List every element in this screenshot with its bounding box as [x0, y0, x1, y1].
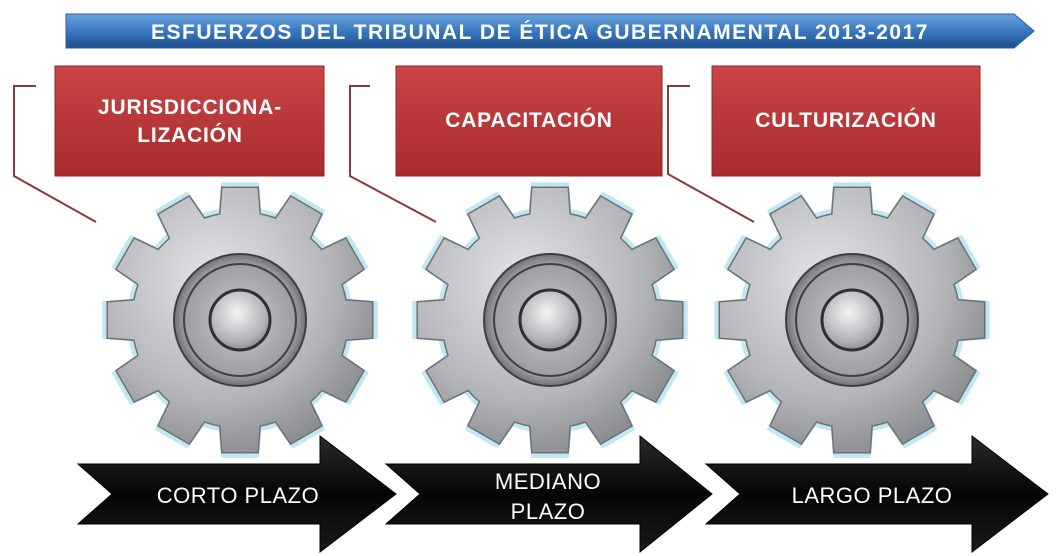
timeframe-arrow-2-line2: PLAZO	[511, 499, 586, 524]
banner-title: ESFUERZOS DEL TRIBUNAL DE ÉTICA GUBERNAM…	[151, 21, 929, 44]
timeframe-arrow-1-line1: CORTO PLAZO	[157, 483, 319, 508]
timeframe-arrow-3-line1: LARGO PLAZO	[792, 483, 953, 508]
connector-line-3	[667, 85, 755, 223]
stage-box-1-line2: LIZACIÓN	[137, 123, 243, 147]
right-arrow-icon	[384, 434, 713, 554]
right-arrow-icon	[76, 434, 397, 554]
stage-box-2-line1: CAPACITACIÓN	[445, 108, 612, 132]
gear-icon	[102, 182, 378, 458]
stage-box-1: JURISDICCIONA- LIZACIÓN	[54, 65, 325, 177]
gear-icon	[714, 182, 990, 458]
timeframe-arrow-1: CORTO PLAZO	[76, 434, 397, 554]
stage-box-3-line1: CULTURIZACIÓN	[755, 108, 937, 132]
timeframe-arrow-3: LARGO PLAZO	[704, 434, 1049, 554]
stage-box-3: CULTURIZACIÓN	[711, 65, 981, 177]
gear-icon	[412, 182, 688, 458]
stage-box-2: CAPACITACIÓN	[395, 65, 663, 177]
stage-box-1-line1: JURISDICCIONA-	[98, 96, 282, 119]
banner: ESFUERZOS DEL TRIBUNAL DE ÉTICA GUBERNAM…	[65, 13, 1035, 49]
right-arrow-icon	[704, 434, 1049, 554]
connectors	[13, 85, 755, 223]
connector-line-1	[13, 85, 97, 223]
connector-line-2	[349, 85, 437, 223]
banner-arrow-icon	[65, 13, 1035, 49]
timeframe-arrow-2: MEDIANO PLAZO	[384, 434, 713, 554]
timeframe-arrow-2-line1: MEDIANO	[495, 469, 601, 494]
